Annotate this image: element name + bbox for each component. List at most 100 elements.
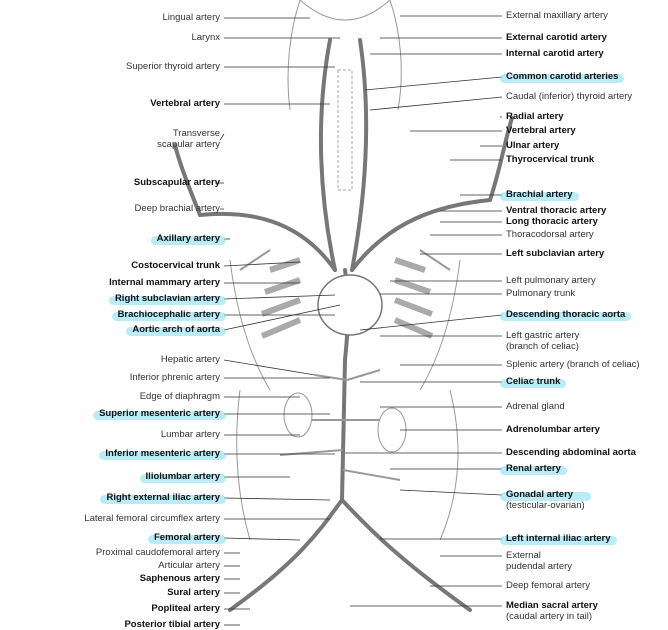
leader-line (359, 314, 503, 331)
label-inferior-mesenteric-artery: Inferior mesenteric artery (105, 448, 220, 459)
head-outline (299, 0, 391, 21)
right-kidney (283, 392, 313, 438)
label-text: Transverse (172, 128, 220, 139)
label-lumbar-artery: Lumbar artery (161, 429, 220, 440)
label-text: Edge of diaphragm (139, 391, 220, 402)
trachea (337, 69, 353, 191)
label-proximal-caudofemoral-artery: Proximal caudofemoral artery (96, 547, 220, 558)
label-text: Median sacral artery (506, 600, 598, 611)
leader-line (369, 96, 503, 111)
label-posterior-tibial-artery: Posterior tibial artery (124, 619, 220, 630)
leader-line (219, 133, 225, 141)
body-outline (287, 0, 402, 111)
label-text: Vertebral artery (506, 125, 576, 136)
label-text: Radial artery (506, 111, 564, 122)
label-text: Saphenous artery (139, 573, 220, 584)
artery-network (173, 38, 514, 612)
label-text: Ulnar artery (506, 140, 560, 151)
label-text: Larynx (191, 32, 220, 43)
leader-line (399, 489, 503, 496)
leader-line (223, 294, 336, 300)
label-text: Deep femoral artery (506, 580, 590, 591)
label-left-gastric-artery: Left gastric artery(branch of celiac) (506, 330, 579, 352)
label-brachial-artery: Brachial artery (506, 189, 573, 200)
leader-line (364, 76, 503, 91)
highlight-mark (112, 312, 226, 321)
label-text: Adrenolumbar artery (506, 424, 600, 435)
label-text: Celiac trunk (506, 376, 561, 387)
label-superior-mesenteric-artery: Superior mesenteric artery (99, 408, 220, 419)
label-subtext: (testicular-ovarian) (506, 500, 585, 511)
label-text: Subscapular artery (133, 177, 220, 188)
label-larynx: Larynx (191, 32, 220, 43)
label-text: Renal artery (506, 463, 561, 474)
label-text: Left internal iliac artery (506, 533, 611, 544)
highlight-mark (148, 535, 226, 544)
branch-arteries (239, 249, 451, 481)
label-right-subclavian-artery: Right subclavian artery (115, 293, 220, 304)
label-text: Thoracodorsal artery (506, 229, 594, 240)
leader-line (223, 497, 331, 501)
highlight-mark (93, 411, 226, 420)
label-text: Internal carotid artery (506, 48, 604, 59)
label-text: Pulmonary trunk (506, 288, 576, 299)
right-subclavian (198, 211, 337, 272)
label-text: Aortic arch of aorta (132, 324, 220, 335)
label-descending-thoracic-aorta: Descending thoracic aorta (506, 309, 625, 320)
label-vertebral-artery: Vertebral artery (150, 98, 220, 109)
label-sural-artery: Sural artery (167, 587, 220, 598)
label-text: Caudal (inferior) thyroid artery (506, 91, 633, 102)
label-text: Superior mesenteric artery (99, 408, 220, 419)
highlight-mark (500, 379, 566, 388)
label-ulnar-artery: Ulnar artery (506, 140, 559, 151)
leader-line (223, 261, 301, 267)
label-text: Left pulmonary artery (506, 275, 596, 286)
label-subtext: pudendal artery (506, 561, 573, 572)
label-deep-brachial-artery: Deep brachial artery (134, 203, 220, 214)
label-left-pulmonary-artery: Left pulmonary artery (506, 275, 596, 286)
label-text: Proximal caudofemoral artery (95, 547, 220, 558)
leader-line (223, 304, 341, 331)
label-median-sacral-artery: Median sacral artery(caudal artery in ta… (506, 600, 598, 622)
label-text: Brachial artery (506, 189, 573, 200)
label-subtext: scapular artery (157, 139, 220, 150)
label-vertebral-artery: Vertebral artery (506, 125, 576, 136)
label-text: Superior thyroid artery (126, 61, 220, 72)
label-pulmonary-trunk: Pulmonary trunk (506, 288, 575, 299)
label-text: Splenic artery (branch of celiac) (506, 359, 640, 370)
label-radial-artery: Radial artery (506, 111, 564, 122)
label-deep-femoral-artery: Deep femoral artery (506, 580, 590, 591)
label-femoral-artery: Femoral artery (154, 532, 220, 543)
label-text: Right subclavian artery (114, 293, 220, 304)
leader-lines (215, 15, 503, 626)
label-internal-mammary-artery: Internal mammary artery (109, 277, 220, 288)
label-costocervical-trunk: Costocervical trunk (131, 260, 220, 271)
label-text: Articular artery (158, 560, 220, 571)
label-text: Lateral femoral circumflex artery (84, 513, 220, 524)
label-external-maxillary-artery: External maxillary artery (506, 10, 608, 21)
label-lingual-artery: Lingual artery (162, 12, 220, 23)
highlight-mark (140, 474, 226, 483)
label-text: Axillary artery (156, 233, 220, 244)
label-renal-artery: Renal artery (506, 463, 561, 474)
label-text: Adrenal gland (506, 401, 565, 412)
label-text: Gonadal artery (506, 489, 574, 500)
label-adrenal-gland: Adrenal gland (506, 401, 565, 412)
right-arm (173, 143, 202, 217)
label-text: Lingual artery (162, 12, 220, 23)
label-subtext: (branch of celiac) (506, 341, 579, 352)
label-subtext: (caudal artery in tail) (506, 611, 593, 622)
label-text: Left subclavian artery (506, 248, 605, 259)
label-text: Descending abdominal aorta (506, 447, 636, 458)
label-left-internal-iliac-artery: Left internal iliac artery (506, 533, 611, 544)
label-inferior-phrenic-artery: Inferior phrenic artery (130, 372, 220, 383)
leader-line (223, 537, 301, 541)
label-lateral-femoral-circumflex-artery: Lateral femoral circumflex artery (84, 513, 220, 524)
highlight-mark (109, 296, 226, 305)
highlight-mark (500, 536, 617, 545)
label-text: Brachiocephalic artery (117, 309, 220, 320)
label-text: Inferior mesenteric artery (105, 448, 220, 459)
label-text: Popliteal artery (151, 603, 220, 614)
highlight-mark (500, 74, 624, 83)
